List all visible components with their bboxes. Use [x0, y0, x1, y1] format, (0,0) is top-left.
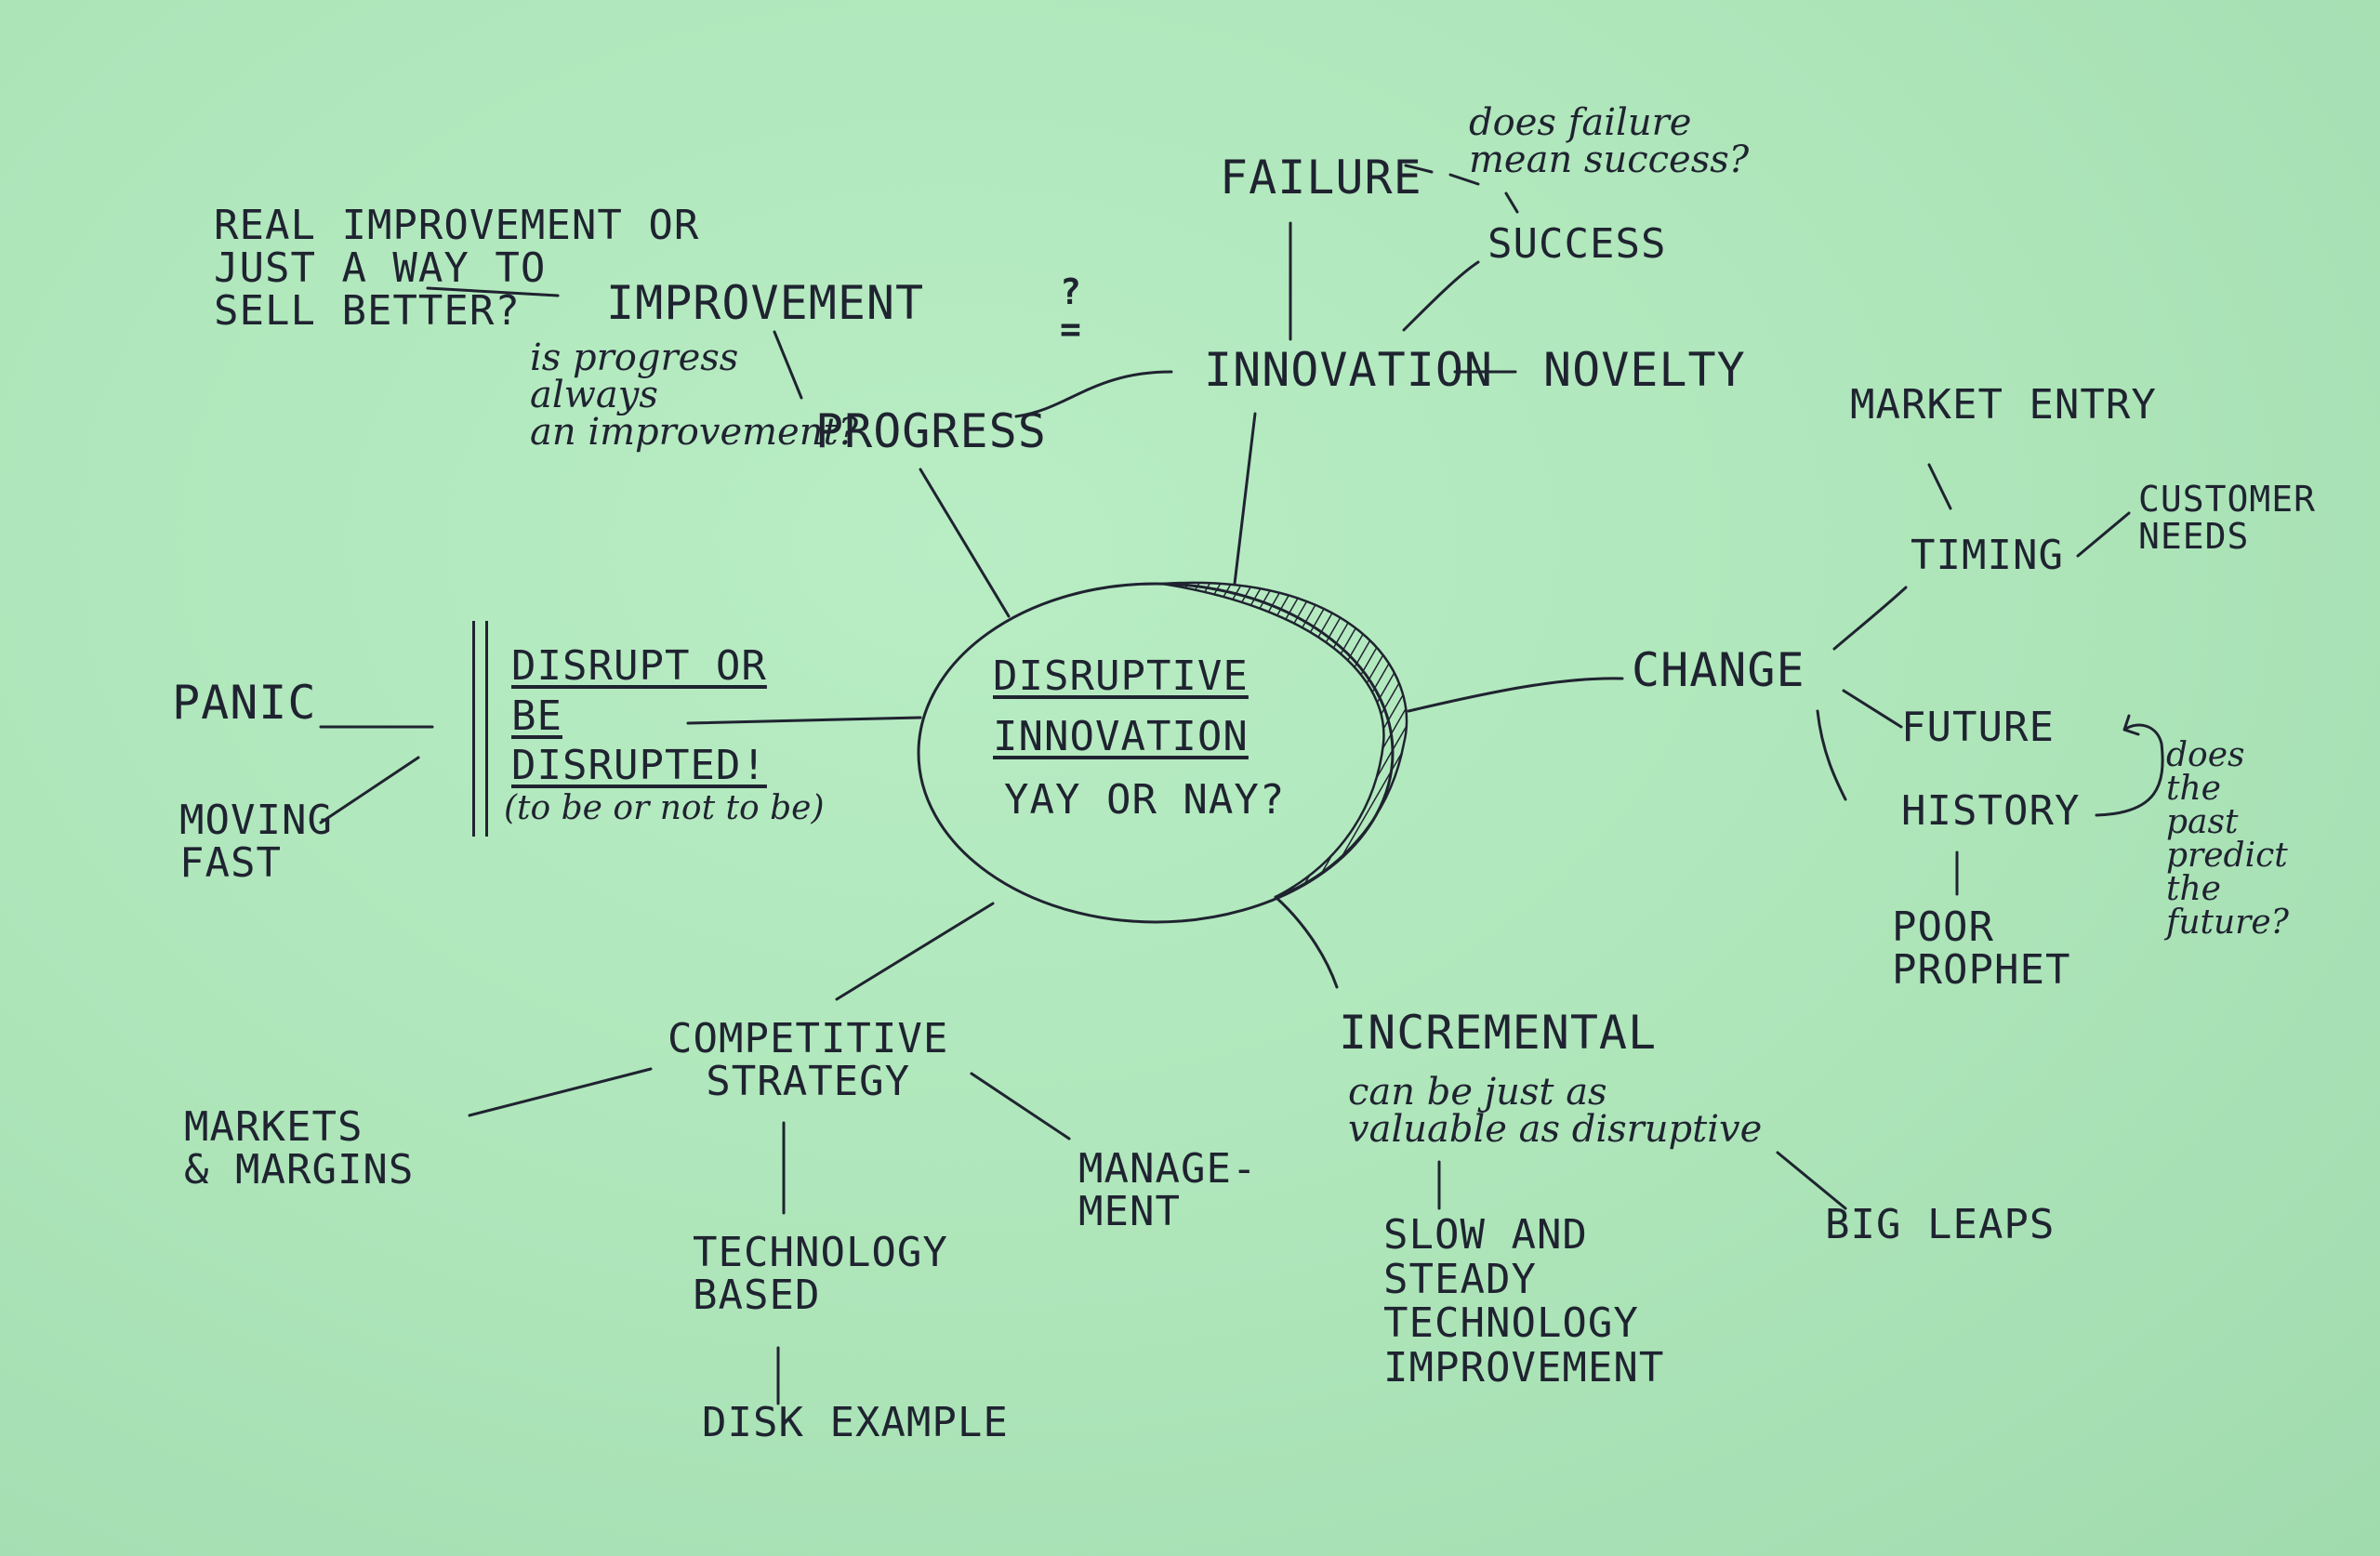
- node-big-leaps: BIG LEAPS: [1825, 1201, 2056, 1248]
- line-center-incremental: [1274, 895, 1339, 989]
- line-center-innovation: [1233, 412, 1257, 586]
- note-progress-improvement: is progress always an improvement?: [530, 336, 859, 454]
- node-poor-prophet: POOR PROPHET: [1892, 903, 2071, 995]
- node-future: FUTURE: [1901, 704, 2055, 751]
- line-failure-note: [1404, 164, 1480, 186]
- node-slow-and-steady: SLOW AND STEADY TECHNOLOGY IMPROVEMENT: [1383, 1211, 1665, 1391]
- line-history-note: [2095, 714, 2164, 817]
- line-note-success: [1504, 191, 1519, 214]
- note-to-be-or-not: (to be or not to be): [504, 789, 825, 827]
- node-disrupt-or-be-disrupted: DISRUPT OR BE DISRUPTED!: [511, 642, 767, 790]
- line-change-future: [1842, 689, 1903, 729]
- node-markets-margins: MARKETS & MARGINS: [184, 1103, 415, 1194]
- node-disk-example: DISK EXAMPLE: [702, 1399, 1009, 1446]
- node-technology-based: TECHNOLOGY BASED: [693, 1229, 948, 1320]
- center-title-line2: INNOVATION: [993, 713, 1249, 760]
- line-strategy-management: [970, 1072, 1071, 1141]
- note-real-improvement: REAL IMPROVEMENT OR JUST A WAY TO SELL B…: [214, 202, 700, 336]
- node-timing: TIMING: [1911, 532, 2064, 579]
- center-oval: [917, 581, 1408, 924]
- line-timing-customer: [2076, 511, 2131, 558]
- line-center-disrupt: [686, 716, 922, 725]
- connector-lines: [319, 164, 2164, 1405]
- disrupt-bar-left: [472, 621, 475, 837]
- line-moving-disrupt: [319, 756, 420, 824]
- node-success: SUCCESS: [1488, 220, 1667, 268]
- center-title-line1: DISRUPTIVE: [993, 653, 1249, 700]
- node-incremental: INCREMENTAL: [1339, 1006, 1658, 1060]
- line-center-change: [1407, 677, 1624, 713]
- center-title-line3: YAY OR NAY?: [1004, 776, 1286, 824]
- oval-hatched-crescent: [1160, 581, 1408, 899]
- line-incremental-bigleaps: [1776, 1151, 1847, 1210]
- line-progress-innovation: [1014, 370, 1173, 418]
- node-failure: FAILURE: [1220, 151, 1422, 204]
- node-moving-fast: MOVING FAST: [179, 797, 333, 888]
- node-customer-needs: CUSTOMER NEEDS: [2138, 479, 2317, 557]
- node-history: HISTORY: [1901, 787, 2081, 835]
- node-management: MANAGE- MENT: [1078, 1145, 1258, 1236]
- node-market-entry: MARKET ENTRY: [1850, 381, 2157, 429]
- line-note-improvement: [426, 286, 560, 297]
- line-center-progress: [919, 468, 1011, 618]
- line-change-history: [1816, 709, 1847, 801]
- line-strategy-markets: [468, 1067, 653, 1117]
- line-change-timing: [1832, 586, 1908, 651]
- disrupt-bar-right: [485, 621, 488, 837]
- note-past-future: does the past predict the future?: [2166, 736, 2289, 942]
- note-failure-success: does failure mean success?: [1469, 101, 1750, 181]
- node-competitive-strategy: COMPETITIVE STRATEGY: [668, 1015, 949, 1106]
- oval-outline: [917, 582, 1395, 924]
- node-panic: PANIC: [172, 676, 317, 730]
- question-mark-annotation: ? =: [1060, 271, 1082, 349]
- node-improvement: IMPROVEMENT: [606, 276, 925, 330]
- node-progress: PROGRESS: [815, 404, 1047, 458]
- line-timing-market: [1927, 463, 1952, 510]
- note-incremental-valuable: can be just as valuable as disruptive: [1348, 1071, 1763, 1151]
- node-innovation: INNOVATION: [1204, 343, 1494, 397]
- line-center-strategy: [835, 902, 995, 1001]
- line-innovation-success: [1402, 260, 1480, 332]
- node-change: CHANGE: [1632, 643, 1805, 697]
- node-novelty: NOVELTY: [1543, 343, 1746, 397]
- line-improvement-progress: [773, 330, 803, 400]
